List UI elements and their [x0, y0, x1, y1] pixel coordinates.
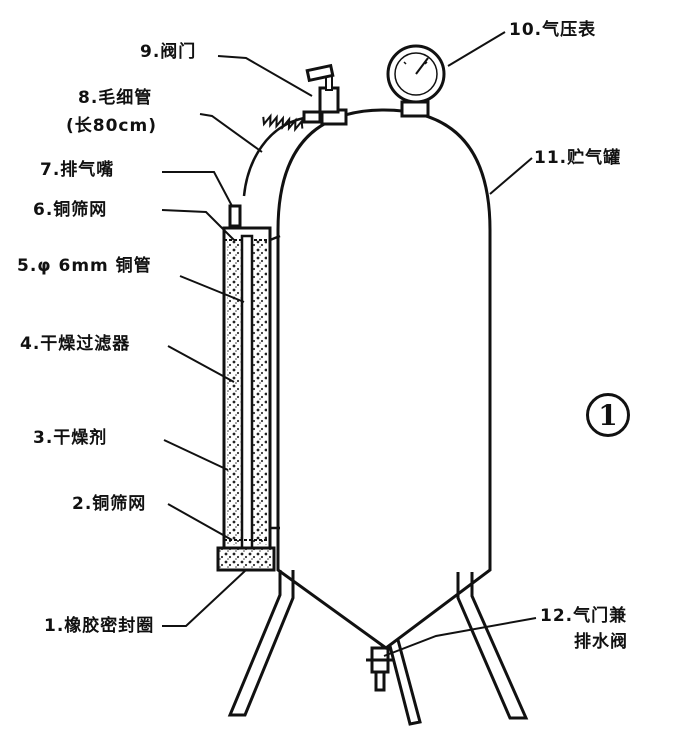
label-gauge: 10.气压表 [509, 20, 597, 40]
label-mesh-bottom: 2.铜筛网 [72, 494, 147, 514]
pressure-gauge [386, 44, 446, 118]
tank-leg-rear [388, 639, 422, 726]
leader-lines [161, 31, 537, 657]
drain-valve [366, 646, 394, 692]
vent-nozzle [228, 204, 242, 228]
label-vent: 7.排气嘴 [40, 160, 115, 180]
label-capillary-length: (长80cm) [66, 116, 157, 136]
label-capillary: 8.毛细管 [78, 88, 153, 108]
copper-tube [240, 234, 254, 550]
rubber-seal [216, 546, 276, 572]
label-valve: 9.阀门 [140, 42, 197, 62]
label-seal: 1.橡胶密封圈 [44, 616, 155, 636]
figure-number-badge: 1 [586, 393, 630, 437]
label-mesh-top: 6.铜筛网 [33, 200, 108, 220]
tank-leg-left [227, 570, 295, 717]
label-copper-tube: 5.φ 6mm 铜管 [17, 256, 152, 276]
label-tank: 11.贮气罐 [534, 148, 622, 168]
column-connector [269, 234, 281, 530]
label-filter: 4.干燥过滤器 [20, 334, 131, 354]
label-desiccant: 3.干燥剂 [33, 428, 108, 448]
capillary-coil [262, 113, 304, 133]
valve [302, 63, 348, 126]
tank-leg-right [456, 572, 529, 720]
tank-body [276, 108, 492, 650]
label-drain: 12.气门兼 [540, 606, 628, 626]
label-drain-2: 排水阀 [574, 632, 628, 652]
